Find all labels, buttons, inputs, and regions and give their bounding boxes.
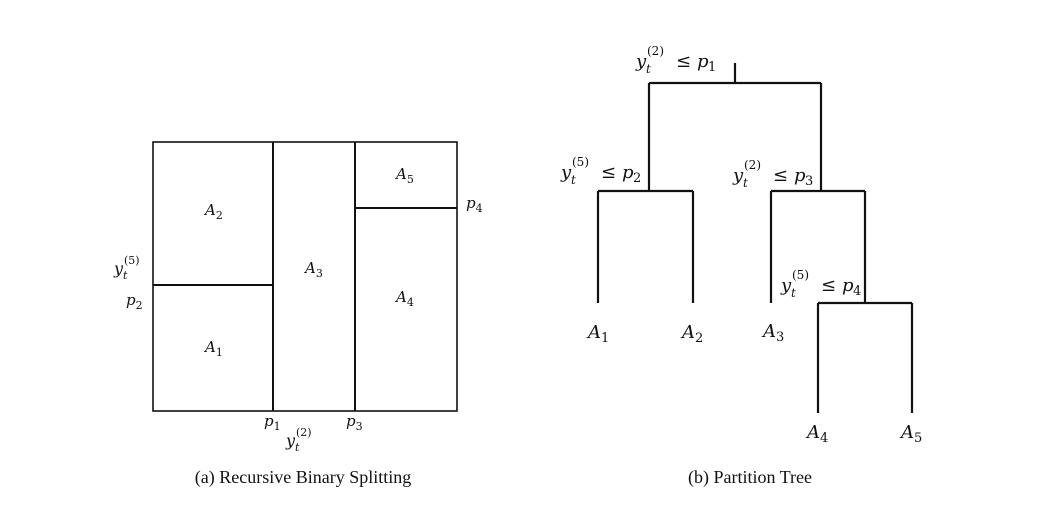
svg-text:3: 3: [805, 174, 813, 189]
threshold-label-p3: p3: [346, 412, 363, 433]
svg-text:y: y: [113, 259, 124, 278]
leaf-a4: A4: [805, 422, 828, 446]
svg-text:t: t: [646, 62, 651, 76]
svg-text:2: 2: [633, 171, 641, 186]
threshold-label-p4: p4: [466, 194, 483, 215]
svg-text:1: 1: [708, 60, 716, 75]
svg-text:≤: ≤: [601, 162, 616, 183]
svg-text:p: p: [842, 275, 854, 296]
split-condition-lower: y t (5) ≤ p 4: [780, 268, 861, 300]
svg-text:(2): (2): [744, 158, 761, 172]
svg-text:t: t: [743, 176, 748, 190]
region-label-a4: A4: [394, 288, 414, 309]
axis-label-y5: y t (5): [113, 254, 140, 282]
caption-b: (b) Partition Tree: [688, 467, 812, 488]
svg-text:y: y: [285, 431, 296, 450]
leaf-a1: A1: [586, 322, 609, 346]
caption-a: (a) Recursive Binary Splitting: [195, 467, 411, 488]
threshold-label-p1: p1: [264, 412, 281, 433]
svg-text:y: y: [635, 51, 647, 72]
region-label-a5: A5: [394, 165, 414, 186]
split-condition-root: y t (2) ≤ p 1: [635, 44, 716, 76]
svg-text:(2): (2): [647, 44, 664, 58]
split-condition-left: y t (5) ≤ p 2: [560, 155, 641, 187]
svg-text:(5): (5): [572, 155, 589, 169]
region-label-a1: A1: [203, 338, 223, 359]
leaf-a2: A2: [680, 322, 703, 346]
svg-text:(2): (2): [296, 426, 312, 439]
svg-text:≤: ≤: [773, 165, 788, 186]
svg-text:t: t: [295, 441, 300, 454]
svg-text:(5): (5): [792, 268, 809, 282]
partition-outer-box: [152, 141, 458, 412]
svg-text:y: y: [732, 165, 744, 186]
panel-a: A2 A1 A3 A4 A5 y t (5) p2 p4 p1 p3 y t (…: [113, 141, 483, 488]
axis-label-y2: y t (2): [285, 426, 312, 454]
region-label-a2: A2: [203, 201, 223, 222]
svg-text:t: t: [123, 269, 128, 282]
leaf-a3: A3: [761, 321, 784, 345]
panel-b: y t (2) ≤ p 1 y t (5) ≤ p 2 y t (2) ≤ p …: [560, 44, 922, 488]
threshold-label-p2: p2: [126, 291, 143, 312]
svg-text:≤: ≤: [676, 51, 691, 72]
region-label-a3: A3: [303, 259, 323, 280]
svg-text:4: 4: [853, 284, 861, 299]
svg-text:t: t: [571, 173, 576, 187]
svg-text:y: y: [780, 275, 792, 296]
svg-text:y: y: [560, 162, 572, 183]
svg-text:t: t: [791, 286, 796, 300]
svg-text:(5): (5): [124, 254, 140, 267]
leaf-a5: A5: [899, 422, 922, 446]
svg-text:p: p: [697, 51, 709, 72]
split-condition-right: y t (2) ≤ p 3: [732, 158, 813, 190]
svg-text:p: p: [794, 165, 806, 186]
svg-text:≤: ≤: [821, 275, 836, 296]
svg-text:p: p: [622, 162, 634, 183]
